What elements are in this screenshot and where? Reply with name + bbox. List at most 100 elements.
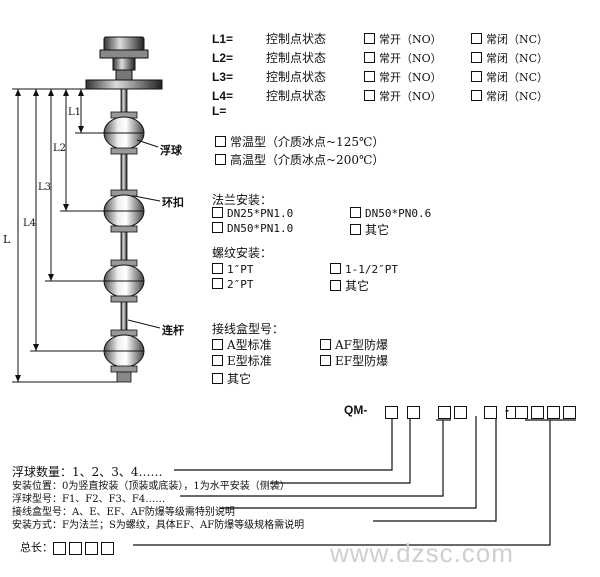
checkbox[interactable]: [364, 71, 375, 82]
thread-option-4[interactable]: 其它: [330, 277, 369, 294]
dim-L1-label: L1: [68, 107, 82, 118]
junction-box-option-5[interactable]: 其它: [212, 370, 251, 387]
checkbox[interactable]: [212, 373, 223, 384]
checkbox[interactable]: [471, 52, 482, 63]
option-no: 常开（NO）: [379, 52, 442, 65]
float-4: [103, 329, 145, 373]
flange-option-3[interactable]: DN50*PN1.0: [212, 222, 293, 235]
checkbox[interactable]: [215, 154, 226, 165]
option-no: 常开（NO）: [379, 90, 442, 103]
code-box-length[interactable]: [515, 406, 528, 419]
option-nc: 常闭（NC）: [486, 90, 549, 103]
flange-option-4[interactable]: 其它: [350, 221, 389, 238]
code-box-float-count[interactable]: [385, 406, 398, 419]
checkbox[interactable]: [471, 90, 482, 101]
code-box-float-model[interactable]: [438, 406, 452, 419]
junction-box-option-2[interactable]: AF型防爆: [320, 336, 388, 353]
checkbox[interactable]: [212, 222, 223, 233]
total-length-box[interactable]: [85, 541, 98, 555]
ring-label: 环扣: [162, 197, 184, 209]
checkbox[interactable]: [364, 33, 375, 44]
junction-box-head: [99, 36, 149, 81]
option-no: 常开（NO）: [379, 71, 442, 84]
flange-option-1[interactable]: DN25*PN1.0: [212, 207, 293, 220]
temperature-option-high[interactable]: 高温型（介质冰点~200℃）: [215, 151, 384, 168]
total-length-label: L=: [212, 104, 227, 118]
legend-install-method: 安装方式：F为法兰；S为螺纹，具体EF、AF防爆等级规格需说明: [12, 520, 305, 531]
checkbox[interactable]: [364, 90, 375, 101]
dim-L-label: L: [3, 233, 11, 246]
total-length-text: 总长：: [20, 541, 53, 554]
switch-point-row-2: L2=控制点状态常开（NO）常闭（NC）: [212, 47, 548, 66]
code-box-install-position[interactable]: [407, 406, 421, 419]
junction-box-option-1[interactable]: A型标准: [212, 336, 272, 353]
legend-junction-box: 接线盒型号：A、E、EF、AF防爆等级需特别说明: [12, 507, 235, 518]
option-nc: 常闭（NC）: [486, 33, 549, 46]
switch-point-label: L1=: [212, 32, 234, 46]
checkbox[interactable]: [364, 52, 375, 63]
flange-option-2[interactable]: DN50*PN0.6: [350, 207, 431, 220]
junction-box-title: 接线盒型号：: [212, 322, 285, 336]
switch-point-state: 控制点状态: [266, 70, 327, 84]
part-leaders: [127, 139, 161, 329]
checkbox[interactable]: [471, 33, 482, 44]
model-code-boxes: [385, 402, 522, 421]
option-nc: 常闭（NC）: [486, 52, 549, 65]
thread-option-1[interactable]: 1″PT: [212, 263, 254, 276]
dim-L4-label: L4: [23, 218, 37, 229]
checkbox[interactable]: [215, 136, 226, 147]
checkbox[interactable]: [212, 339, 223, 350]
checkbox[interactable]: [212, 207, 223, 218]
float-1: [103, 111, 145, 155]
float-3: [103, 259, 145, 303]
legend-install-position: 安装位置：0为竖直按装（顶装或底装），1为水平安装（侧装）: [12, 481, 290, 492]
switch-point-row-1: L1= 控制点状态 常开（NO） 常闭（NC）: [212, 28, 548, 47]
switch-point-label: L3=: [212, 70, 234, 84]
rod-end-cap: [116, 371, 132, 383]
code-box-length[interactable]: [547, 406, 560, 419]
checkbox[interactable]: [330, 280, 341, 291]
junction-box-option-4[interactable]: EF型防爆: [320, 352, 388, 369]
watermark: www.dzsc.com: [330, 538, 514, 568]
switch-point-row-4: L4= 控制点状态 常开（NO） 常闭（NC）: [212, 85, 548, 104]
checkbox[interactable]: [212, 263, 223, 274]
float-2: [103, 189, 145, 233]
switch-point-state: 控制点状态: [266, 32, 327, 46]
checkbox[interactable]: [471, 71, 482, 82]
thread-option-3[interactable]: 2″PT: [212, 278, 254, 291]
thread-title: 螺纹安装：: [212, 246, 273, 260]
code-box-length[interactable]: [531, 406, 544, 419]
total-length-box[interactable]: [101, 541, 114, 555]
code-leaders: [133, 416, 576, 546]
option-no: 常开（NO）: [379, 33, 442, 46]
option-nc: 常闭（NC）: [486, 71, 549, 84]
total-length: 总长：: [20, 539, 117, 555]
switch-point-label: L4=: [212, 89, 234, 103]
switch-point-state: 控制点状态: [266, 89, 327, 103]
total-length-box[interactable]: [69, 541, 82, 555]
checkbox[interactable]: [320, 355, 331, 366]
junction-box-option-3[interactable]: E型标准: [212, 352, 272, 369]
checkbox[interactable]: [350, 207, 361, 218]
switch-point-row-3: L3= 控制点状态 常开（NO） 常闭（NC）: [212, 66, 548, 85]
total-length-box[interactable]: [53, 541, 66, 555]
mounting-flange: [85, 79, 163, 90]
code-box-junction-box[interactable]: [484, 406, 498, 419]
rod-label: 连杆: [162, 325, 184, 337]
dimension-arrows: [15, 89, 84, 382]
checkbox[interactable]: [212, 278, 223, 289]
flange-title: 法兰安装：: [212, 193, 273, 207]
checkbox[interactable]: [350, 224, 361, 235]
temperature-option-normal[interactable]: 常温型（介质冰点~125℃）: [215, 133, 384, 150]
code-box-float-model[interactable]: [454, 406, 468, 419]
model-code-prefix: QM-: [344, 403, 368, 417]
switch-point-label: L2=: [212, 51, 234, 65]
dimension-lines: [12, 88, 117, 383]
legend-float-count: 浮球数量：1、2、3、4……: [12, 465, 163, 479]
checkbox[interactable]: [212, 355, 223, 366]
checkbox[interactable]: [330, 263, 341, 274]
checkbox[interactable]: [320, 339, 331, 350]
code-box-length[interactable]: [563, 406, 576, 419]
thread-option-2[interactable]: 1-1/2″PT: [330, 263, 398, 276]
